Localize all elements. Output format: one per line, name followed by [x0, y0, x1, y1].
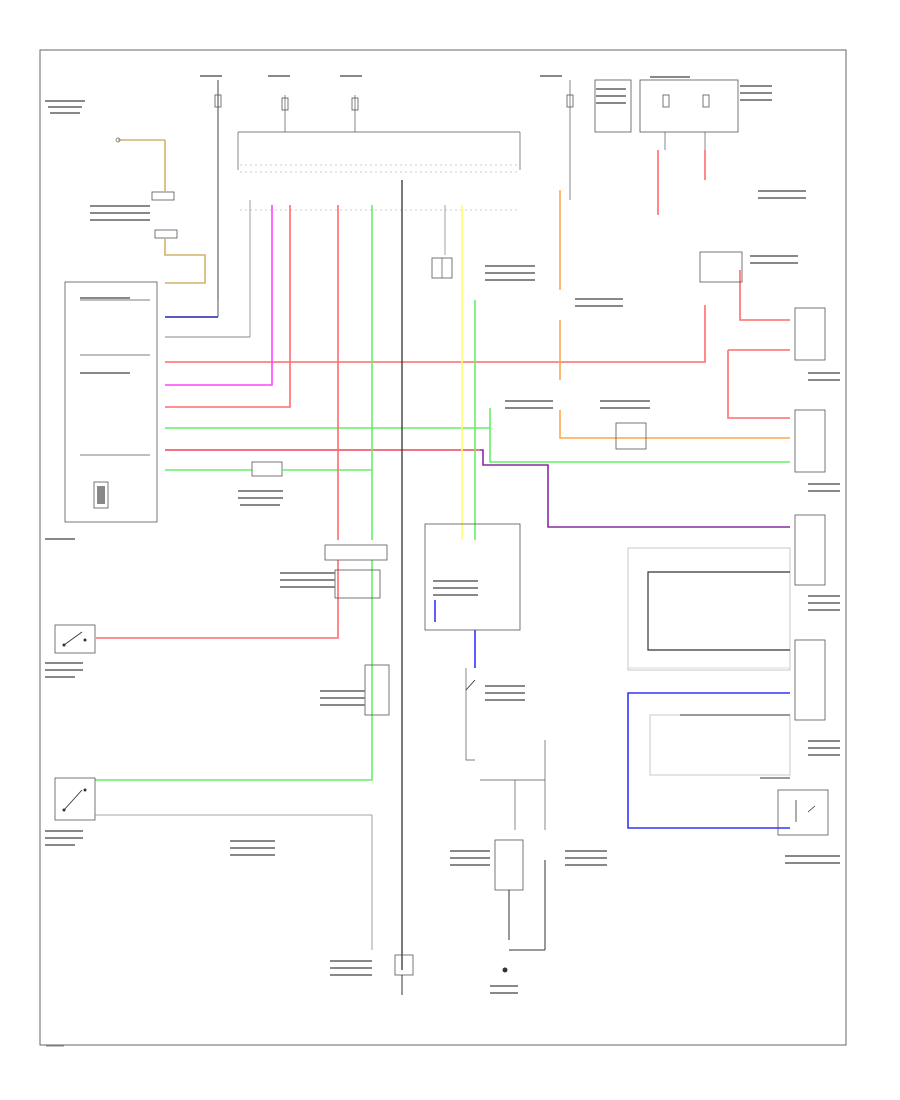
ground-icon	[502, 967, 508, 973]
wire-green-main	[165, 408, 491, 429]
connector-icon	[424, 523, 521, 631]
switch-icon	[54, 624, 96, 654]
fuse-icon	[662, 94, 670, 108]
wire-red-6	[727, 350, 790, 419]
fuse-icon	[281, 97, 289, 111]
wire-green-to-switch	[95, 560, 373, 781]
connector-icon	[364, 664, 390, 716]
connector-icon	[699, 251, 743, 283]
wire-magenta	[165, 205, 273, 386]
wire-labels	[45, 75, 840, 994]
wire-red-2	[165, 205, 291, 408]
connector-icon	[394, 954, 414, 976]
connector-icon	[494, 839, 524, 891]
fuse-block-top	[214, 80, 574, 300]
wire-black-right	[647, 571, 790, 651]
switch-icon	[465, 668, 476, 730]
connector-icon	[151, 191, 178, 239]
fuse-icon	[566, 94, 574, 108]
diagram-border	[39, 49, 847, 1046]
wire-red-main	[165, 305, 706, 363]
fuse-icon	[351, 97, 359, 111]
wire-red-5	[739, 270, 790, 321]
wire-orange-2	[559, 410, 790, 439]
fuse-icon	[214, 94, 222, 108]
fuse-block-right	[594, 79, 739, 150]
connector-icon	[615, 422, 647, 450]
connector-icon	[334, 569, 381, 599]
fuse-icon	[702, 94, 710, 108]
combination-meter	[64, 281, 158, 523]
wire-blue	[627, 692, 790, 829]
switch-icon	[795, 800, 816, 822]
connector-icon	[251, 461, 283, 477]
switch-icon	[54, 777, 96, 821]
switch-icon	[115, 137, 165, 143]
connector-icon	[777, 307, 829, 836]
wire-green-right	[489, 428, 790, 463]
connector-icon	[324, 544, 388, 561]
connector-icon	[431, 257, 453, 279]
wire-red-to-switch	[96, 615, 339, 639]
wire-tan-2	[164, 238, 206, 284]
